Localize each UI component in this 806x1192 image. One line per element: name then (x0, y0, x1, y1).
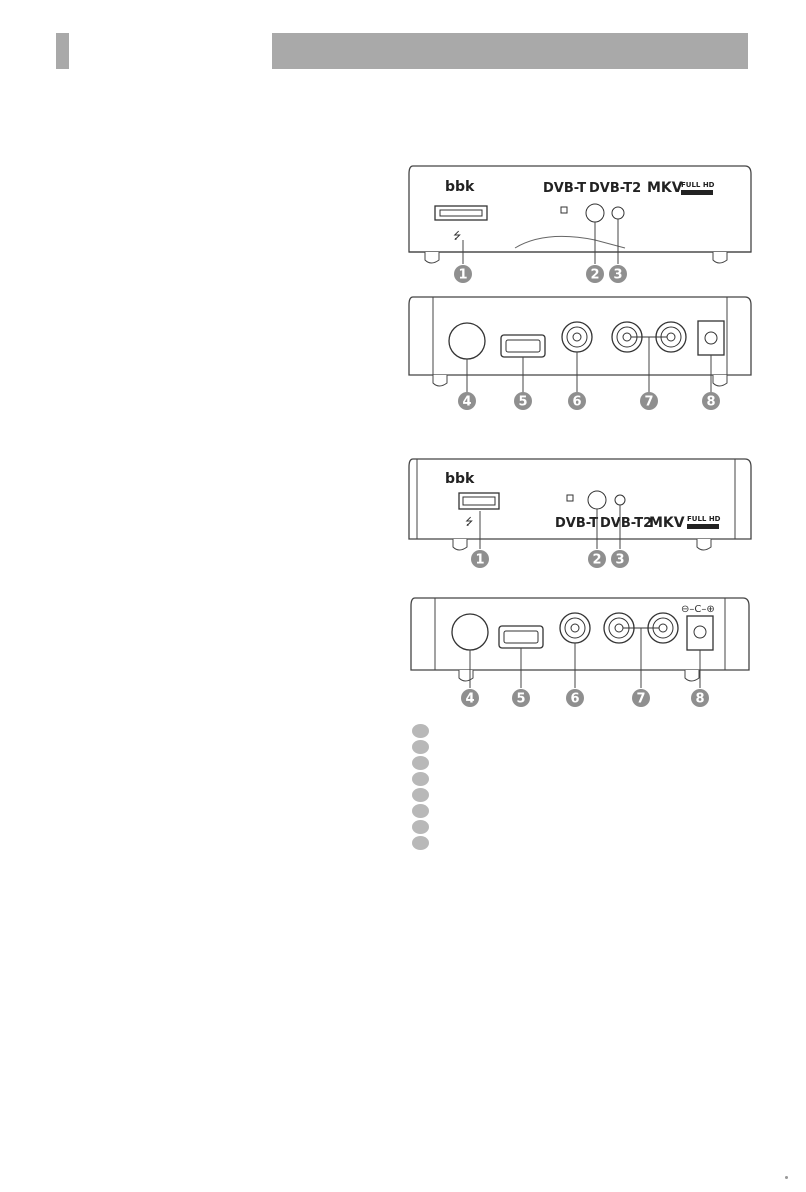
callout-1: 1 (475, 553, 484, 568)
usb-icon: ⭍ (453, 230, 461, 242)
callout-1: 1 (458, 268, 467, 283)
header-bar (272, 33, 748, 69)
device-2-rear: ⊖–C–⊕ 4 5 6 7 8 (395, 588, 765, 713)
callout-3: 3 (613, 268, 622, 283)
brand-logo: bbk (445, 471, 475, 487)
callout-3: 3 (615, 553, 624, 568)
callout-7: 7 (636, 692, 645, 707)
header-tab-marker (56, 33, 69, 69)
page-corner-mark (785, 1176, 788, 1179)
callout-4: 4 (465, 692, 474, 707)
callout-8: 8 (706, 395, 715, 410)
mkv-logo: MKV (649, 515, 685, 531)
callout-5: 5 (518, 395, 527, 410)
callout-7: 7 (644, 395, 653, 410)
callout-2: 2 (590, 268, 599, 283)
fullhd-logo: FULL HD (681, 181, 715, 189)
callout-4: 4 (462, 395, 471, 410)
fullhd-logo: FULL HD (687, 515, 721, 523)
power-polarity-icon: ⊖–C–⊕ (681, 604, 715, 615)
brand-logo: bbk (445, 179, 475, 195)
device-1-rear: 4 5 6 7 8 (395, 293, 765, 418)
device-2-front: bbk DVB-T DVB-T2 MKV FULL HD ⭍ 1 2 3 (395, 455, 765, 575)
legend-dot-2 (412, 740, 429, 754)
legend-dot-1 (412, 724, 429, 738)
legend-dot-7 (412, 820, 429, 834)
callout-8: 8 (695, 692, 704, 707)
callout-6: 6 (572, 395, 581, 410)
dvbt-logo: DVB-T (555, 516, 598, 531)
dvbt2-logo: DVB-T2 (600, 516, 652, 531)
legend-dot-8 (412, 836, 429, 850)
usb-icon: ⭍ (465, 516, 473, 528)
legend-dot-5 (412, 788, 429, 802)
device-1-front: bbk DVB-T DVB-T2 MKV FULL HD ⭍ 1 2 3 (395, 160, 765, 285)
mkv-logo: MKV (647, 180, 683, 196)
legend-dot-3 (412, 756, 429, 770)
legend-list (412, 724, 429, 852)
callout-2: 2 (592, 553, 601, 568)
callout-5: 5 (516, 692, 525, 707)
legend-dot-6 (412, 804, 429, 818)
callout-6: 6 (570, 692, 579, 707)
dvbt2-logo: DVB-T2 (589, 181, 641, 196)
dvbt-logo: DVB-T (543, 181, 586, 196)
legend-dot-4 (412, 772, 429, 786)
